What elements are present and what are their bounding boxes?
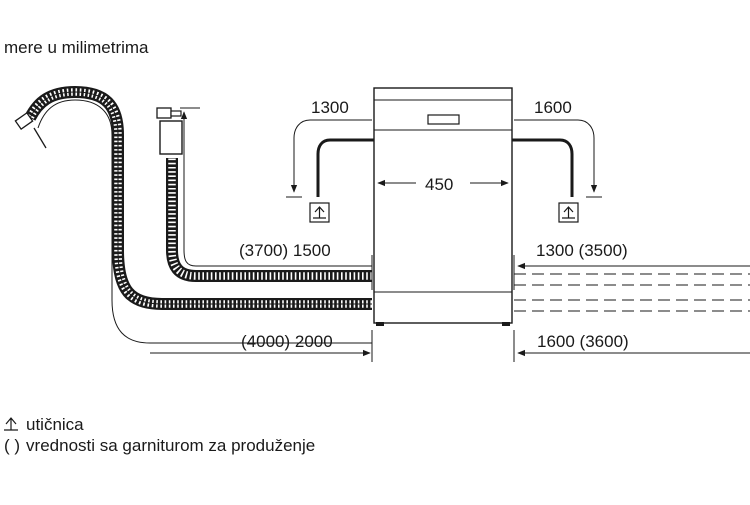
drain-hose [24, 85, 372, 310]
reference-lines [371, 255, 515, 362]
dimension-top-right: 1600 [534, 98, 572, 117]
socket-icon [558, 202, 579, 223]
legend-parens-row: ( ) vrednosti sa garniturom za produženj… [4, 435, 315, 456]
inlet-hose [166, 158, 372, 282]
dimension-width: 450 [425, 175, 454, 194]
dishwasher-body [373, 87, 513, 326]
dimension-inlet-left: (3700) 1500 [239, 241, 331, 260]
right-dimension-arrows [517, 262, 750, 357]
legend-parens-label: vrednosti sa garniturom za produženje [26, 436, 316, 455]
dimension-inlet-right: 1300 (3500) [536, 241, 628, 260]
drain-hook [14, 111, 47, 149]
legend-socket-icon [4, 417, 18, 431]
legend-parens-symbol: ( ) [4, 436, 21, 455]
left-power-cable [286, 119, 374, 198]
dimension-drain-right: 1600 (3600) [537, 332, 629, 351]
inlet-guide-line [180, 111, 372, 267]
socket-icon [309, 202, 330, 223]
dimension-top-left: 1300 [311, 98, 349, 117]
aquastop-valve [156, 107, 183, 155]
legend-socket-row: utičnica [4, 414, 315, 435]
right-power-cable [512, 119, 602, 198]
legend-socket-label: utičnica [26, 415, 84, 434]
drain-guide-line [37, 99, 372, 344]
page-title: mere u milimetrima [4, 38, 149, 57]
right-extension-lines [514, 273, 750, 312]
dimension-drain-left: (4000) 2000 [241, 332, 333, 351]
legend: utičnica ( ) vrednosti sa garniturom za … [4, 414, 315, 456]
